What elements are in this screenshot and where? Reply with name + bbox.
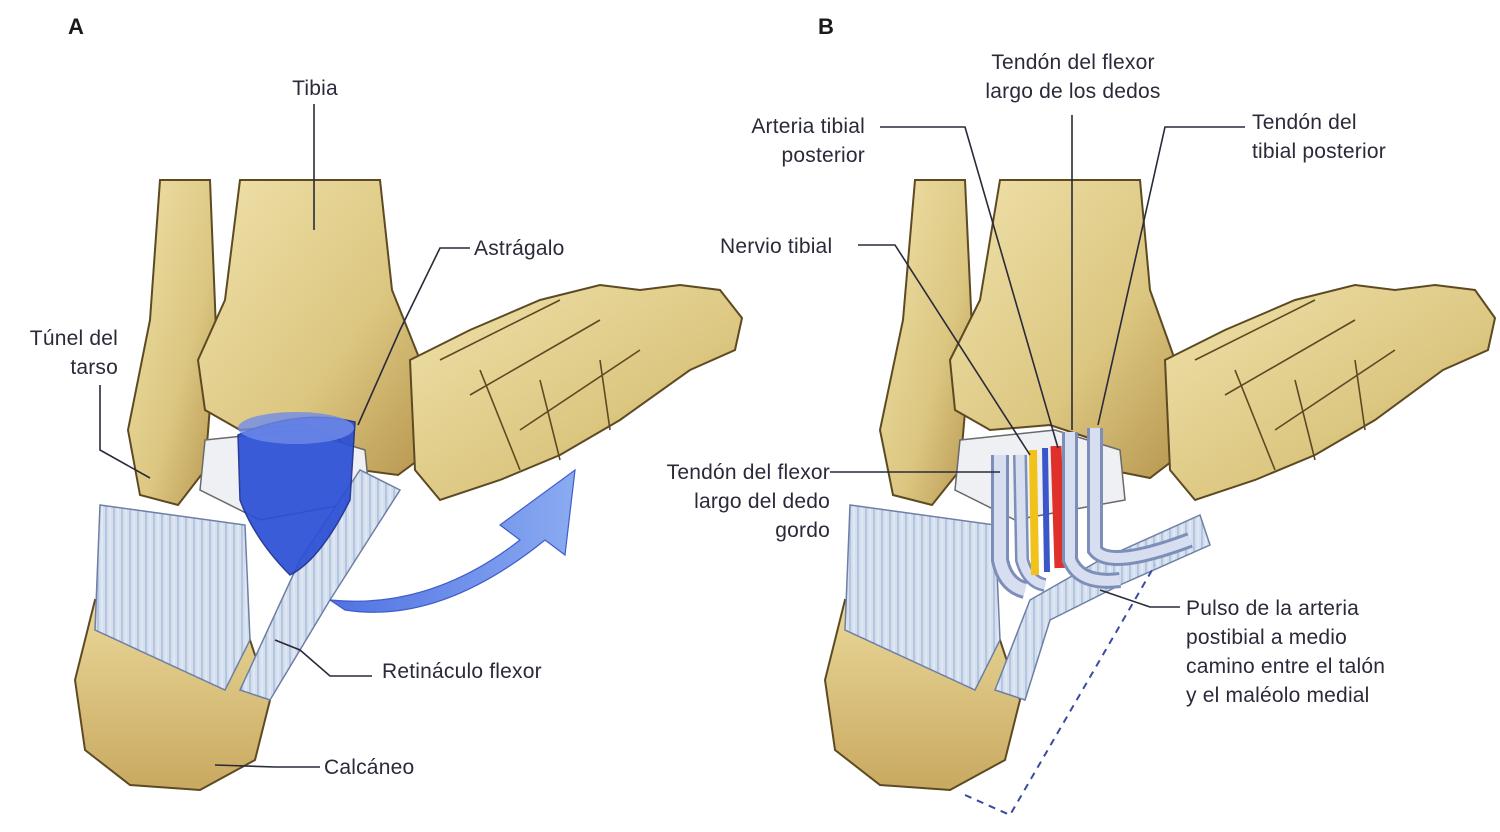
leaders-b (830, 115, 1245, 608)
neurovascular-bundle (991, 428, 1193, 599)
label-nervio-tibial: Nervio tibial (720, 235, 833, 258)
panel-label-b: B (818, 14, 834, 39)
curved-arrow (329, 468, 576, 613)
label-flexor-dedo-gordo: Tendón del flexor largo del dedo gordo (666, 461, 830, 542)
pulse-dashed-line (964, 564, 1156, 817)
panel-label-a: A (68, 14, 84, 39)
label-pulso-arteria: Pulso de la arteria postibial a medio ca… (1186, 597, 1386, 707)
label-retinaculo-flexor: Retináculo flexor (382, 660, 542, 683)
label-tibial-posterior: Tendón del tibial posterior (1252, 111, 1386, 163)
label-tunel-del-tarso: Túnel del tarso (29, 327, 118, 379)
label-calcaneo: Calcáneo (324, 756, 415, 779)
label-tibia: Tibia (292, 77, 338, 100)
label-flexor-largo-dedos: Tendón del flexor largo de los dedos (985, 51, 1161, 103)
retinaculum-band (94, 504, 251, 691)
foot-b (823, 179, 1497, 817)
label-astragalo: Astrágalo (474, 237, 565, 260)
label-arteria-tibial-posterior: Arteria tibial posterior (751, 115, 865, 167)
fibula-bone (126, 179, 218, 507)
leaders-a (99, 104, 470, 768)
